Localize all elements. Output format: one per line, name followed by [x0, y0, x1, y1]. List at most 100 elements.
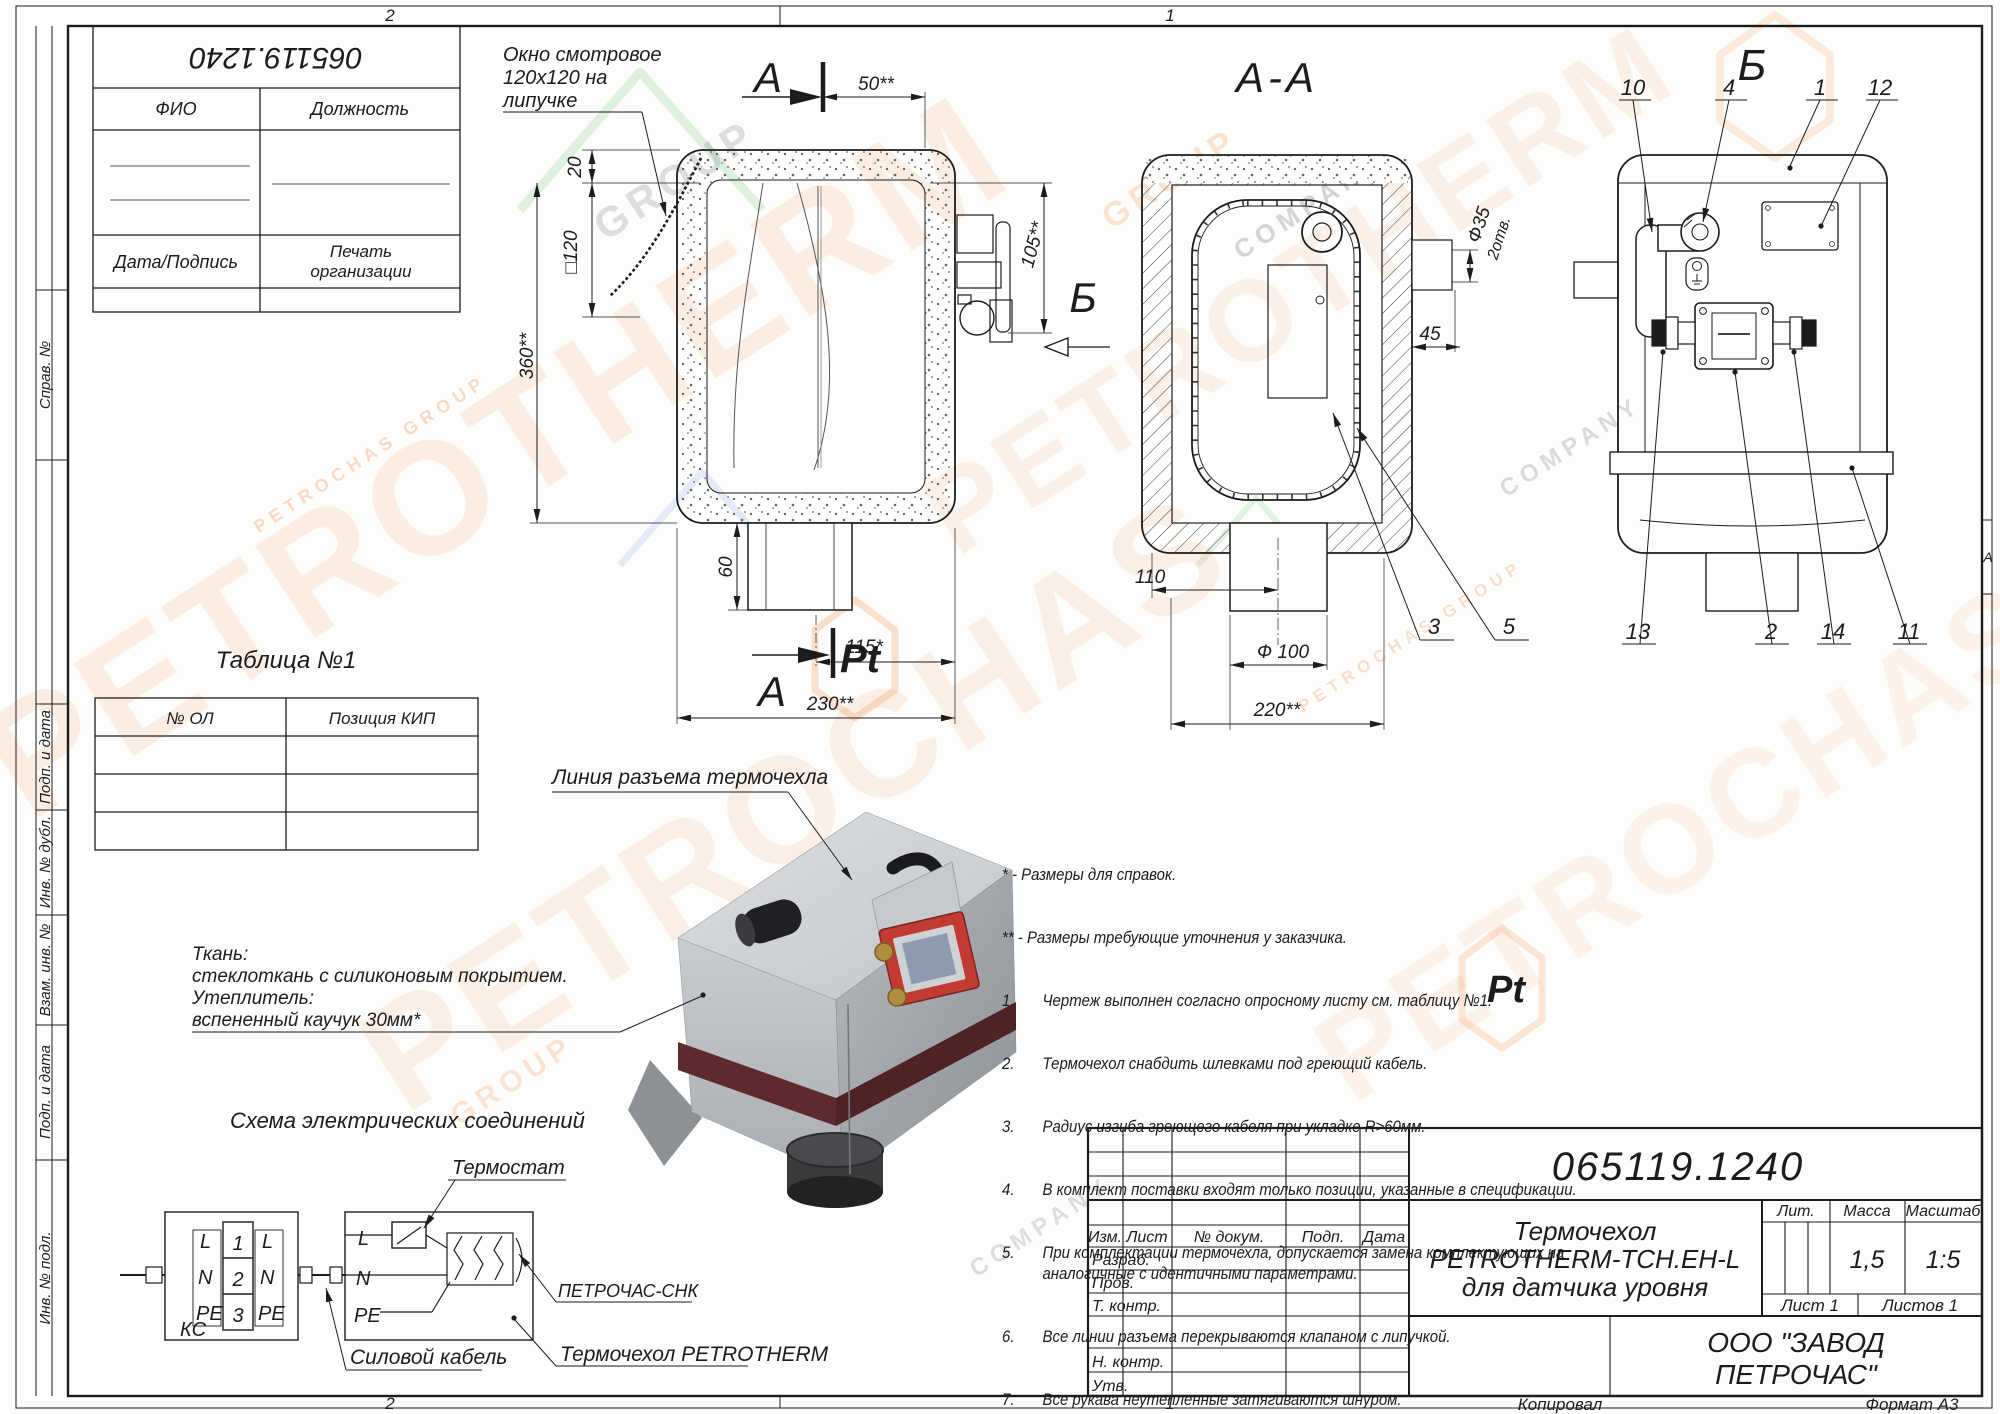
terminal-n-mid: N	[260, 1267, 275, 1289]
note-text: ** - Размеры требующие уточнения у заказ…	[1002, 928, 1347, 947]
front-view-dimensions	[503, 62, 1110, 724]
tb-mass-value: 1,5	[1850, 1246, 1885, 1274]
thermostat-label: Термостат	[452, 1157, 565, 1179]
tb-sheet: Лист 1	[1780, 1296, 1839, 1315]
section-aa	[1141, 154, 1529, 730]
margin-label-boxes	[36, 289, 68, 1161]
table1-title: Таблица №1	[216, 647, 357, 674]
margin-labels: Справ. № Подп. и дата Инв. № дубл. Взам.…	[37, 341, 54, 1325]
tb-prov: Пров.	[1092, 1275, 1134, 1292]
callout-4: 4	[1723, 75, 1735, 100]
section-letter-a-top: А	[751, 54, 782, 101]
dim-20: 20	[565, 156, 586, 179]
terminal-n-right: N	[356, 1268, 371, 1290]
callout-5: 5	[1503, 614, 1516, 639]
render-3d	[192, 791, 1017, 1208]
tb-org-1: ООО "ЗАВОД	[1707, 1327, 1885, 1358]
section-letter-a-bottom: А	[755, 668, 786, 715]
dim-60: 60	[716, 556, 737, 578]
schematic-text: Схема электрических соединений Термостат…	[180, 1108, 829, 1369]
tb-sheets: Листов 1	[1881, 1296, 1958, 1315]
note-number: 4.	[1002, 1180, 1015, 1199]
margin-label: Взам. инв. №	[37, 924, 54, 1017]
note-text: Чертеж выполнен согласно опросному листу…	[1042, 991, 1493, 1010]
margin-label: Подп. и дата	[37, 1045, 54, 1139]
title-block-text: 065119.1240 Изм. Лист № докум. Подп. Дат…	[1088, 1145, 1981, 1395]
dim-45: 45	[1419, 324, 1441, 345]
callout-13: 13	[1626, 619, 1651, 644]
note-text: Радиус изгиба греющего кабеля при укладк…	[1042, 1117, 1426, 1136]
terminal-l-right: L	[358, 1228, 369, 1250]
note-text: Термочехол снабдить шлевками под греющий…	[1042, 1054, 1428, 1073]
tb-date: Дата	[1361, 1229, 1405, 1246]
dim-105: 105**	[1017, 219, 1049, 270]
front-view	[609, 149, 1013, 611]
note-number: 6.	[1002, 1327, 1015, 1346]
zone-top-left: 2	[384, 6, 395, 25]
note-item: 1.Чертеж выполнен согласно опросному лис…	[1002, 990, 1583, 1011]
window-note: Окно смотровое 120х120 на липучке	[503, 44, 662, 112]
tb-product-3: для датчика уровня	[1462, 1272, 1708, 1302]
note-text: * - Размеры для справок.	[1002, 865, 1177, 884]
tb-doc: № докум.	[1194, 1229, 1264, 1246]
corner-doc-number: 065119.1240	[189, 41, 362, 74]
table1-text: Таблица №1 № ОЛ Позиция КИП	[166, 647, 436, 728]
tb-nkontr: Н. контр.	[1092, 1354, 1164, 1371]
tb-razrab: Разраб.	[1092, 1252, 1150, 1269]
callout-3: 3	[1428, 614, 1441, 639]
note-item: 7.Все рукава неутепленные затягиваются ш…	[1002, 1389, 1583, 1410]
sheet-frame	[15, 5, 1993, 1409]
tb-scale-value: 1:5	[1926, 1246, 1961, 1274]
table1-col1: № ОЛ	[166, 709, 214, 728]
tb-mass: Масса	[1843, 1203, 1890, 1220]
note-number: 5.	[1002, 1243, 1015, 1262]
tb-doc-number: 065119.1240	[1552, 1145, 1805, 1189]
tb-list: Лист	[1125, 1229, 1167, 1246]
seam-label: Линия разъема термочехла	[552, 766, 829, 789]
section-aa-title: А-А	[1233, 54, 1318, 101]
note-item: 6.Все линии разъема перекрываются клапан…	[1002, 1326, 1583, 1347]
terminal-l-mid: L	[262, 1231, 273, 1253]
margin-label: Справ. №	[37, 341, 54, 409]
note-text: При комплектации термочехла, допускается…	[1042, 1243, 1565, 1283]
callout-1: 1	[1814, 75, 1826, 100]
power-cable-label: Силовой кабель	[350, 1346, 507, 1369]
zone-right-marker: А	[1982, 549, 1992, 565]
pechat-label: Печать организации	[310, 242, 412, 281]
terminal-2: 2	[231, 1269, 243, 1291]
note-item: 5. При комплектации термочехла, допускает…	[1002, 1242, 1583, 1284]
dim-115: 115*	[845, 637, 883, 658]
material-note: Ткань: стеклоткань с силиконовым покрыти…	[192, 944, 568, 1031]
note-number: 2.	[1002, 1054, 1015, 1073]
terminal-pe-mid: PE	[258, 1303, 285, 1325]
tb-product-2: PETROTHERM-TCH.EH-L	[1430, 1244, 1741, 1274]
terminal-pe-left: PE	[196, 1303, 223, 1325]
corner-stamp	[92, 25, 461, 313]
corner-dolzhnost-header: Должность	[309, 99, 409, 119]
note-ref1: * - Размеры для справок.	[1002, 864, 1583, 885]
callout-10: 10	[1621, 75, 1646, 100]
ks-label: КС	[180, 1319, 207, 1341]
view-b	[1573, 99, 1927, 645]
note-item: 2. Термочехол снабдить шлевками под греющ…	[1002, 1053, 1583, 1074]
callout-14: 14	[1821, 619, 1845, 644]
copied-label: Копировал	[1518, 1395, 1603, 1414]
heater-label: ПЕТРОЧАС-СНК	[558, 1281, 700, 1301]
tb-lit: Лит.	[1776, 1203, 1814, 1220]
tb-product-1: Термочехол	[1514, 1216, 1657, 1246]
note-item: 4.В комплект поставки входят только пози…	[1002, 1179, 1583, 1200]
dim-110: 110	[1135, 567, 1166, 588]
dim-d100: Ф 100	[1257, 642, 1310, 663]
note-number: 7.	[1002, 1390, 1015, 1409]
dim-360: 360**	[517, 332, 538, 379]
schematic-title: Схема электрических соединений	[230, 1108, 585, 1133]
note-number: 3.	[1002, 1117, 1015, 1136]
callout-12: 12	[1868, 75, 1892, 100]
callout-11: 11	[1898, 619, 1921, 644]
margin-label: Подп. и дата	[37, 710, 54, 804]
zone-top-right: 1	[1165, 6, 1174, 25]
terminal-pe-right: PE	[354, 1305, 381, 1327]
table1-col2: Позиция КИП	[329, 709, 436, 728]
